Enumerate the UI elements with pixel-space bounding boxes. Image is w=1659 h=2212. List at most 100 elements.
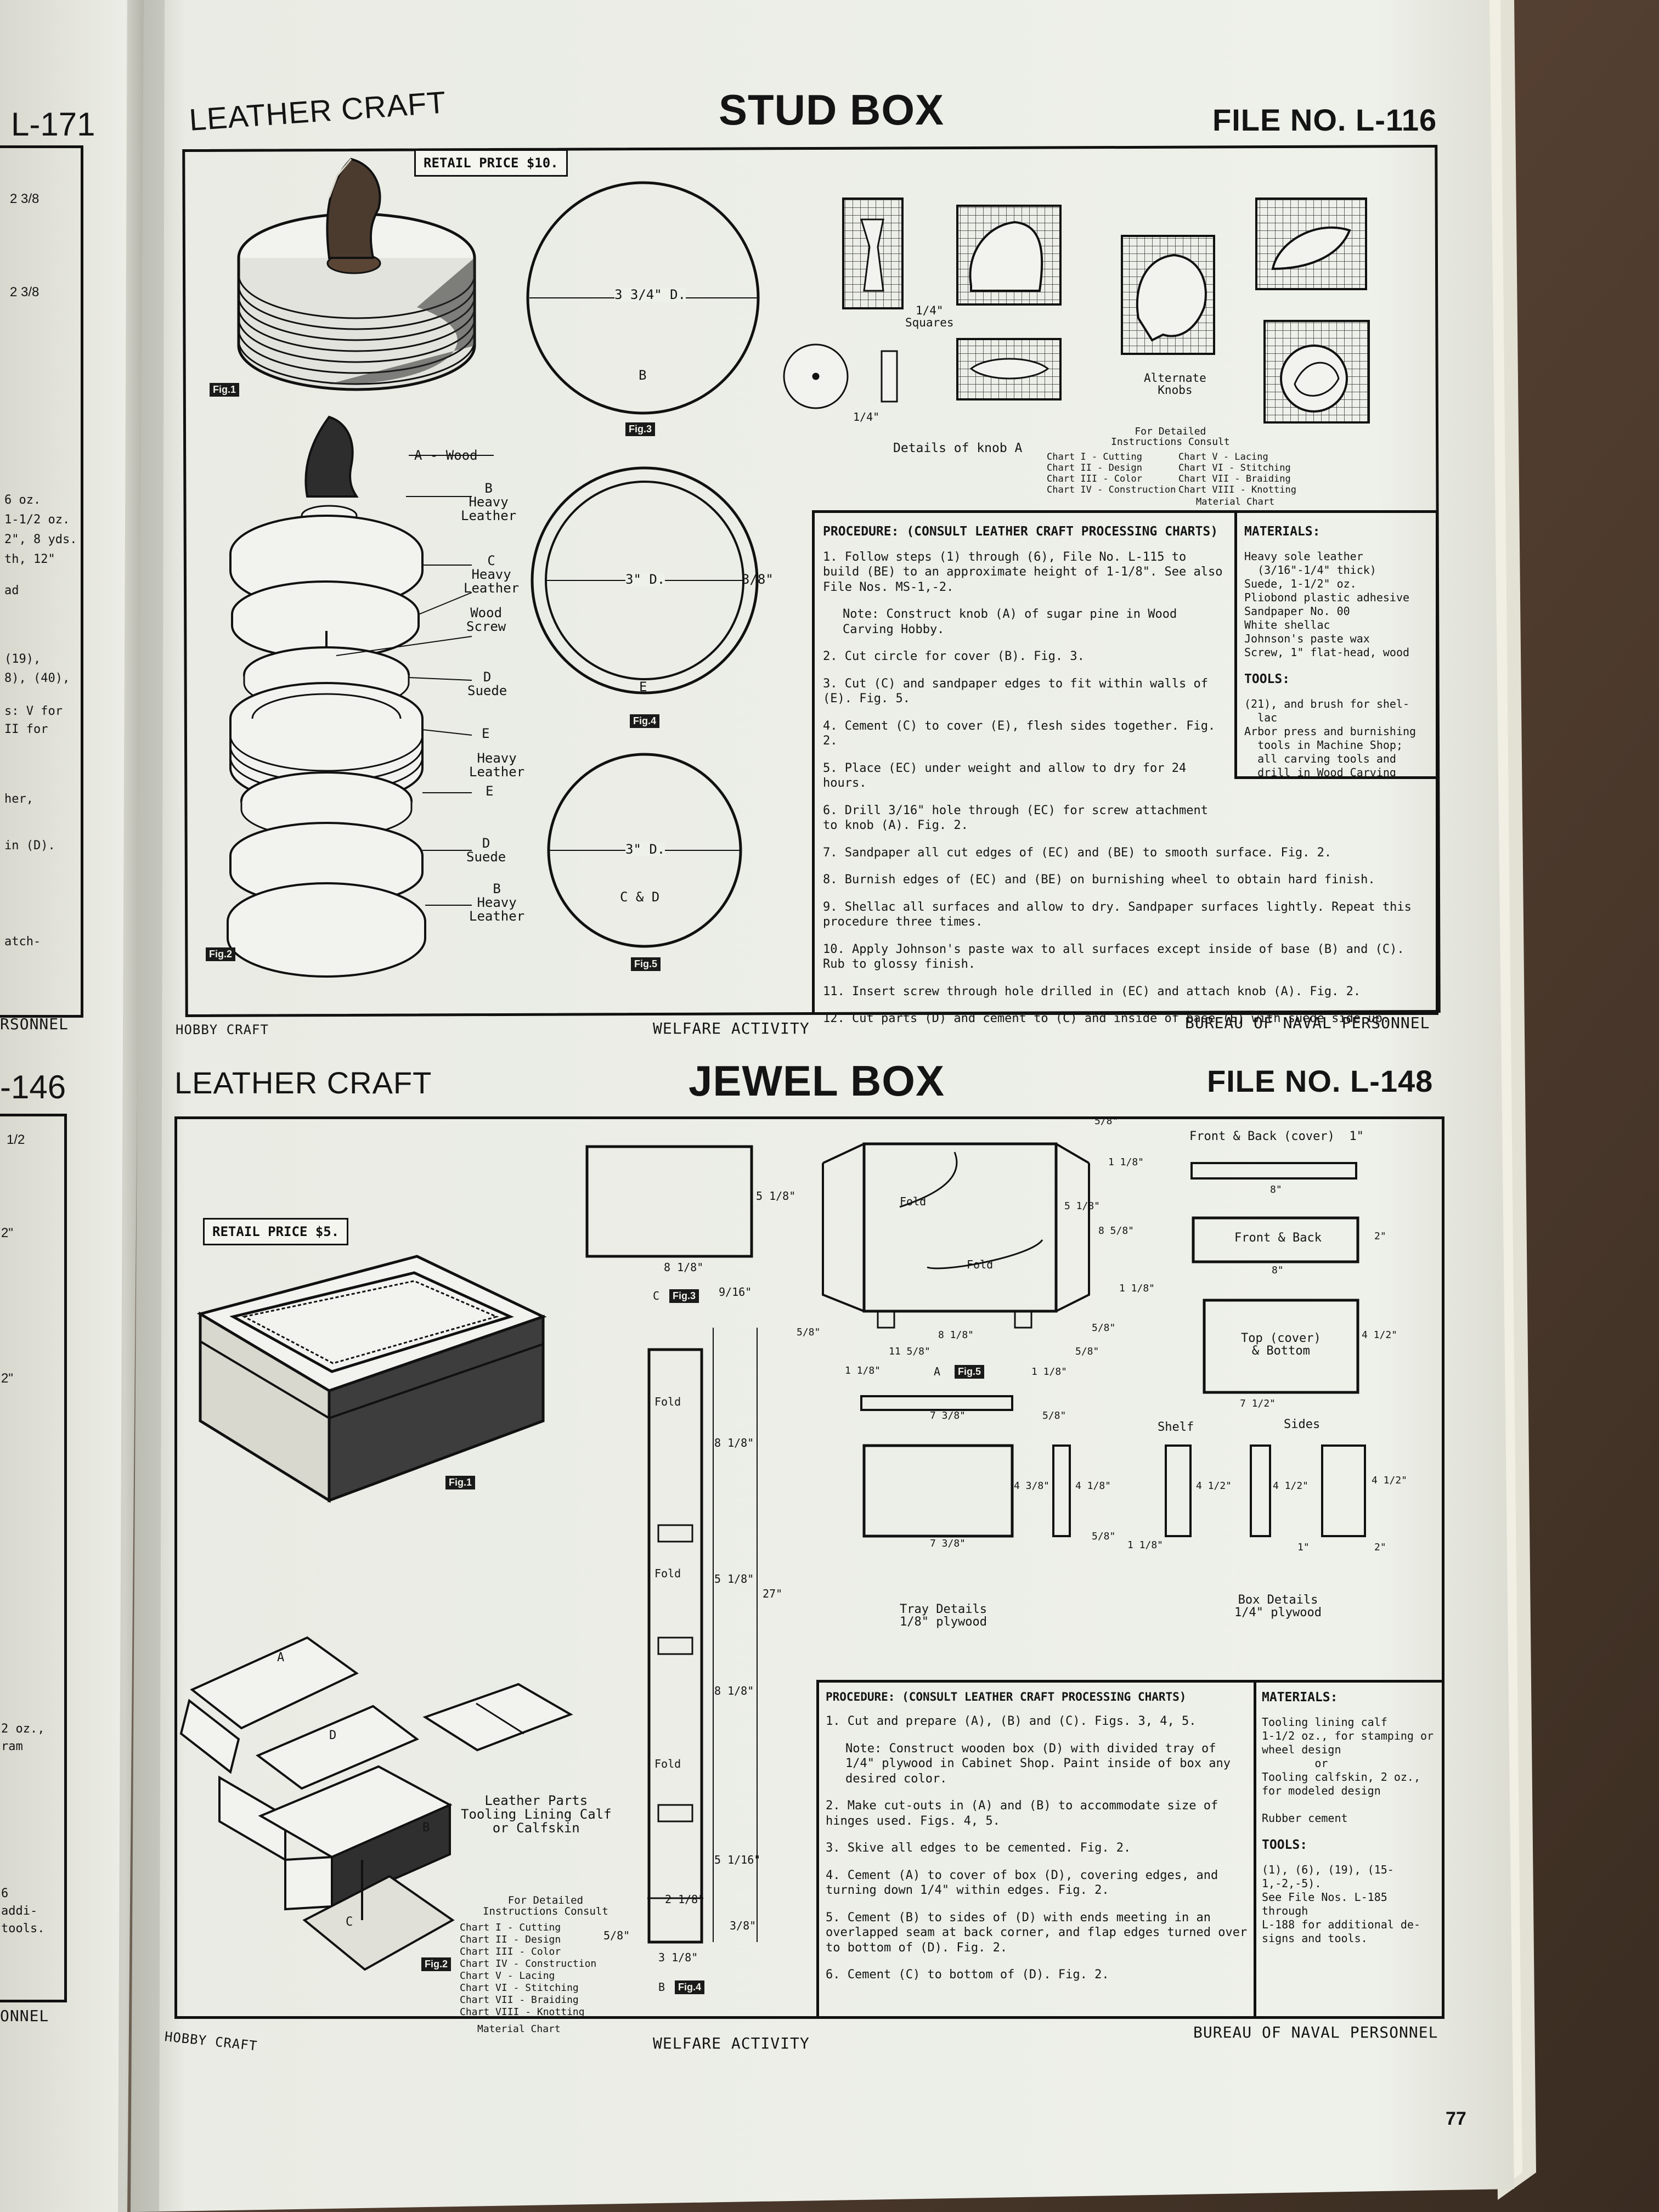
jewel-step: 6. Cement (C) to bottom of (D). Fig. 2. (826, 1968, 1109, 1982)
stud-step: 8. Burnish edges of (EC) and (BE) on bur… (823, 873, 1375, 887)
jewel-tray-dim: 5/8" (1042, 1410, 1066, 1421)
jewel-materials: MATERIALS: Tooling lining calf 1-1/2 oz.… (1262, 1690, 1437, 1957)
stud-part-screw: Wood Screw (466, 605, 506, 635)
stud-dim-cd: 3" D. (625, 842, 665, 857)
jewel-charts-heading: For Detailed Instructions Consult (483, 1894, 608, 1917)
jewel-dim: 3 1/8" (658, 1951, 698, 1964)
jewel-box-dim: 1" (1297, 1542, 1310, 1553)
jewel-step: 4. Cement (A) to cover of box (D), cover… (826, 1868, 1226, 1898)
left-top-header: L-171 (11, 106, 95, 143)
jewel-box-label: Top (cover) & Bottom (1241, 1331, 1321, 1358)
jewel-dim: 5 1/16" (714, 1853, 761, 1866)
stud-step: 7. Sandpaper all cut edges of (EC) and (… (823, 845, 1332, 860)
jewel-dim: 8 1/8" (714, 1684, 754, 1697)
left-top-footer: RSONNEL (0, 1015, 69, 1033)
jewel-procedure-heading: PROCEDURE: (CONSULT LEATHER CRAFT PROCES… (826, 1690, 1187, 1703)
stud-part-e-heavy: Heavy Leather (469, 751, 525, 780)
jewel-dim: 1 1/8" (1108, 1156, 1144, 1168)
left-text-line: 1-1/2 oz. (4, 513, 70, 527)
jewel-dim: 5/8" (603, 1929, 630, 1942)
jewel-tools-heading: TOOLS: (1262, 1837, 1308, 1852)
chart-item: Chart VII - Braiding (460, 1994, 579, 2006)
jewel-dim: 2 1/8" (665, 1893, 705, 1906)
stud-fig1-illustration (237, 157, 476, 391)
chart-item: Chart VI - Stitching (1178, 462, 1291, 473)
chart-item: Chart VII - Braiding (1178, 473, 1291, 484)
left-text-line: 6 (1, 1887, 9, 1900)
chart-item: Chart VI - Stitching (460, 1982, 579, 1994)
jewel-box-caption: Box Details 1/4" plywood (1234, 1593, 1322, 1620)
stud-step: 3. Cut (C) and sandpaper edges to fit wi… (823, 676, 1216, 706)
jewel-fig3-tag: Fig.3 (669, 1289, 699, 1303)
chart-item: Chart III - Color (1047, 473, 1142, 484)
left-text-line: 2", 8 yds. (4, 533, 77, 546)
jewel-tray-dim: 5/8" (1092, 1531, 1116, 1542)
left-text-line: ram (1, 1740, 23, 1753)
jewel-fold-label: Fold (654, 1757, 681, 1770)
jewel-file-no: FILE NO. L-148 (1207, 1064, 1434, 1098)
jewel-dim: 5/8" (1094, 1115, 1119, 1127)
jewel-fig2-tag: Fig.2 (421, 1957, 452, 1971)
jewel-step: 5. Cement (B) to sides of (D) with ends … (826, 1910, 1248, 1955)
jewel-dim: 5 1/8" (756, 1189, 796, 1203)
jewel-fold-label: Fold (967, 1258, 994, 1271)
jewel-tray-dim: 7 3/8" (930, 1538, 966, 1549)
stud-knob-grids (783, 198, 1370, 424)
stud-label-cd: C & D (620, 889, 660, 905)
stud-materials: MATERIALS: Heavy sole leather (3/16"-1/4… (1244, 524, 1431, 792)
jewel-dim: 8 1/8" (714, 1436, 754, 1449)
jewel-part-a-label: A (934, 1365, 941, 1378)
stud-dim-e-ring: 3/8" (742, 572, 774, 587)
stud-step-note: Note: Construct knob (A) of sugar pine i… (843, 607, 1184, 636)
stud-step: 1. Follow steps (1) through (6), File No… (823, 550, 1230, 594)
stud-part-c: C Heavy Leather (464, 553, 520, 596)
jewel-tray-caption: Tray Details 1/8" plywood (900, 1602, 987, 1629)
jewel-fig1-illustration (196, 1255, 547, 1503)
stud-part-e: E (486, 783, 494, 799)
left-text-line: 6 oz. (4, 493, 41, 507)
stud-step: 12. Cut parts (D) and cement to (C) and … (823, 1012, 1390, 1026)
stud-knob-squares: 1/4" Squares (905, 304, 954, 330)
jewel-box-dim: 8" (1270, 1184, 1282, 1195)
left-text-line: th, 12" (4, 552, 55, 566)
chart-item: Chart VIII - Knotting (460, 2006, 585, 2018)
left-fraction: 2" (1, 1226, 13, 1240)
stud-step: 2. Cut circle for cover (B). Fig. 3. (823, 650, 1085, 664)
jewel-fig3-rect (585, 1145, 753, 1258)
jewel-dim: 1 1/8" (1031, 1366, 1068, 1378)
page-number: 77 (1446, 2108, 1466, 2129)
stud-fig2-tag: Fig.2 (206, 947, 236, 961)
jewel-retail-price: RETAIL PRICE $5. (203, 1218, 349, 1245)
jewel-fig2-illustration (179, 1636, 573, 1971)
left-text-line: her, (4, 792, 33, 806)
jewel-box-label: Front & Back (cover) 1" (1189, 1130, 1364, 1143)
left-text-line: tools. (1, 1922, 45, 1936)
jewel-box-dim: 4 1/2" (1362, 1329, 1398, 1341)
jewel-materials-box (1254, 1680, 1444, 2019)
chart-item: Chart II - Design (460, 1934, 561, 1945)
jewel-part-label: A (277, 1651, 285, 1664)
jewel-tray-dim: 7 3/8" (930, 1410, 966, 1421)
stud-fig3-tag: Fig.3 (625, 422, 656, 436)
jewel-tray-dim: 4 3/8" (1014, 1480, 1050, 1492)
jewel-title: JEWEL BOX (689, 1057, 945, 1105)
jewel-tray (860, 1395, 1071, 1538)
jewel-box-dim: 2" (1374, 1231, 1386, 1242)
jewel-step: 2. Make cut-outs in (A) and (B) to accom… (826, 1799, 1226, 1828)
jewel-dim: 5/8" (1075, 1346, 1099, 1357)
jewel-part-b-label: B (658, 1980, 665, 1994)
jewel-frame (174, 1116, 1444, 2019)
stud-part-d: D Suede (466, 836, 506, 865)
jewel-fig5-tag: Fig.5 (955, 1365, 985, 1379)
stud-part-b: B Heavy Leather (469, 881, 525, 924)
jewel-part-label: C (346, 1915, 353, 1929)
chart-item: Chart I - Cutting (460, 1922, 561, 1933)
jewel-dim: 5 1/8" (1064, 1200, 1101, 1212)
stud-knob-details: Details of knob A (893, 441, 1023, 455)
stud-step: 6. Drill 3/16" hole through (EC) for scr… (823, 803, 1216, 833)
jewel-leather-parts: Leather Parts Tooling Lining Calf or Cal… (461, 1793, 612, 1836)
jewel-step-note: Note: Construct wooden box (D) with divi… (845, 1741, 1238, 1786)
stud-step: 5. Place (EC) under weight and allow to … (823, 761, 1194, 791)
stud-procedure-heading: PROCEDURE: (CONSULT LEATHER CRAFT PROCES… (823, 524, 1218, 539)
